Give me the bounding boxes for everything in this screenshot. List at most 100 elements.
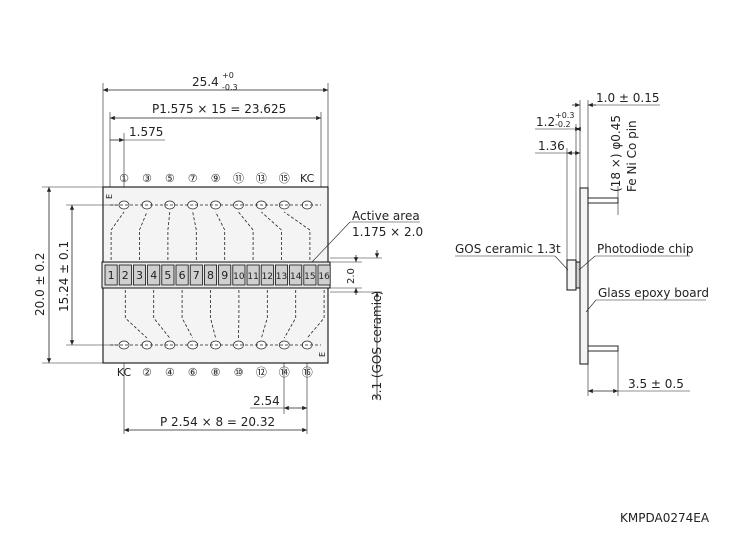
- ceramic-offset: 1.2: [536, 115, 555, 129]
- trace: [153, 285, 171, 339]
- photodiode-element: [246, 264, 260, 286]
- bottom-pitch: 2.54: [253, 394, 280, 408]
- photodiode-chip: [575, 261, 581, 289]
- pitch-formula: P1.575 × 15 = 23.625: [152, 102, 286, 116]
- top-pin-label: ⑨: [211, 172, 221, 185]
- photodiode-element: [203, 264, 217, 286]
- pin-length: 3.5 ± 0.5: [628, 377, 684, 391]
- photodiode-label: Photodiode chip: [597, 242, 694, 256]
- bottom-pin-label: ⑫: [256, 366, 267, 379]
- bottom-pitch-formula: P 2.54 × 8 = 20.32: [160, 415, 275, 429]
- top-pin-pad: [278, 200, 290, 210]
- element-number: 1: [108, 269, 115, 282]
- overall-width: 25.4: [192, 75, 219, 89]
- drawing-id: KMPDA0274EA: [620, 511, 710, 525]
- side-pin-top: [587, 197, 619, 204]
- top-pin-pad: [233, 200, 244, 210]
- photodiode-element: [274, 264, 288, 286]
- bottom-pin-label: ⑧: [211, 366, 221, 379]
- photodiode-element: [232, 264, 246, 286]
- element-number: 13: [276, 272, 287, 282]
- trace: [238, 211, 254, 265]
- element-number: 4: [150, 269, 157, 282]
- bottom-pin-label: ⑥: [188, 366, 198, 379]
- photodiode-element: [175, 264, 189, 286]
- trace: [215, 211, 226, 265]
- active-area-label: Active area: [352, 209, 420, 223]
- photodiode-element: [118, 264, 132, 286]
- photodiode-element: [260, 264, 274, 286]
- element-number: 5: [164, 269, 171, 282]
- gos-label: GOS ceramic 1.3t: [455, 242, 561, 256]
- trace: [284, 211, 311, 265]
- glass-epoxy-board: [579, 187, 589, 365]
- photodiode-element: [189, 264, 203, 286]
- trace: [306, 285, 325, 339]
- trace: [261, 211, 282, 265]
- active-area-size: 1.175 × 2.0: [352, 225, 423, 239]
- photodiode-element: [303, 264, 317, 286]
- element-number: 16: [318, 272, 330, 282]
- width-tol-upper: +0: [222, 71, 234, 80]
- photodiode-element: [104, 264, 118, 286]
- internal-traces: [110, 204, 325, 346]
- element-number: 15: [304, 272, 315, 282]
- bottom-pin-pad: [278, 340, 290, 350]
- pin-row-spacing: 15.24 ± 0.1: [57, 241, 71, 312]
- ceramic-offset-tol-lower: -0.2: [555, 120, 571, 129]
- bottom-pin-label: ④: [165, 366, 175, 379]
- top-pin-label: ⑬: [256, 172, 267, 185]
- photodiode-element: [147, 264, 161, 286]
- pin-material: Fe Ni Co pin: [625, 120, 639, 192]
- element-number: 7: [193, 269, 200, 282]
- side-view: 1.0 ± 0.15 1.2 +0.3 -0.2 1.36 (18 ×) φ0.…: [455, 91, 709, 396]
- corner-mark-top: E: [105, 194, 114, 199]
- element-number: 11: [247, 272, 258, 282]
- element-number: 12: [262, 272, 273, 282]
- gos-dimension: 3.1 (GOS ceramic): [370, 291, 384, 401]
- photodiode-element: [132, 264, 146, 286]
- chip-offset: 1.36: [538, 139, 565, 153]
- element-number: 6: [179, 269, 186, 282]
- pin-thickness: 1.0 ± 0.15: [596, 91, 660, 105]
- pitch-single: 1.575: [129, 125, 163, 139]
- side-pin-bottom: [587, 345, 619, 352]
- photodiode-element: [218, 264, 232, 286]
- trace: [261, 285, 268, 339]
- trace: [124, 285, 148, 339]
- trace: [210, 285, 216, 339]
- gos-ceramic: [566, 259, 577, 291]
- photodiode-element: [161, 264, 175, 286]
- trace: [192, 211, 197, 265]
- trace: [139, 211, 148, 265]
- element-number: 8: [207, 269, 214, 282]
- bottom-pin-pad: [118, 340, 130, 350]
- top-pin-pad: [118, 200, 130, 210]
- element-number: 14: [290, 272, 302, 282]
- trace: [167, 211, 171, 265]
- trace: [181, 285, 194, 339]
- active-area-leader: [311, 221, 351, 263]
- top-pin-label: ⑤: [165, 172, 175, 185]
- top-pin-pad: [164, 200, 176, 210]
- trace: [283, 285, 297, 339]
- bottom-pin-label: ②: [142, 366, 152, 379]
- bottom-pin-pad: [164, 340, 176, 350]
- top-pin-label: ③: [142, 172, 152, 185]
- top-pin-label: ⑪: [233, 172, 244, 185]
- ceramic-offset-tol-upper: +0.3: [555, 111, 574, 120]
- element-number: 9: [221, 269, 228, 282]
- board-label: Glass epoxy board: [598, 286, 709, 300]
- photodiode-element: [317, 264, 331, 286]
- element-number: 10: [233, 272, 245, 282]
- top-pin-label: KC: [300, 172, 315, 185]
- element-height: 2.0: [346, 268, 357, 284]
- width-tol-lower: -0.3: [222, 83, 238, 92]
- top-pin-label: ⑮: [279, 172, 290, 185]
- corner-mark-bottom: E: [318, 352, 327, 357]
